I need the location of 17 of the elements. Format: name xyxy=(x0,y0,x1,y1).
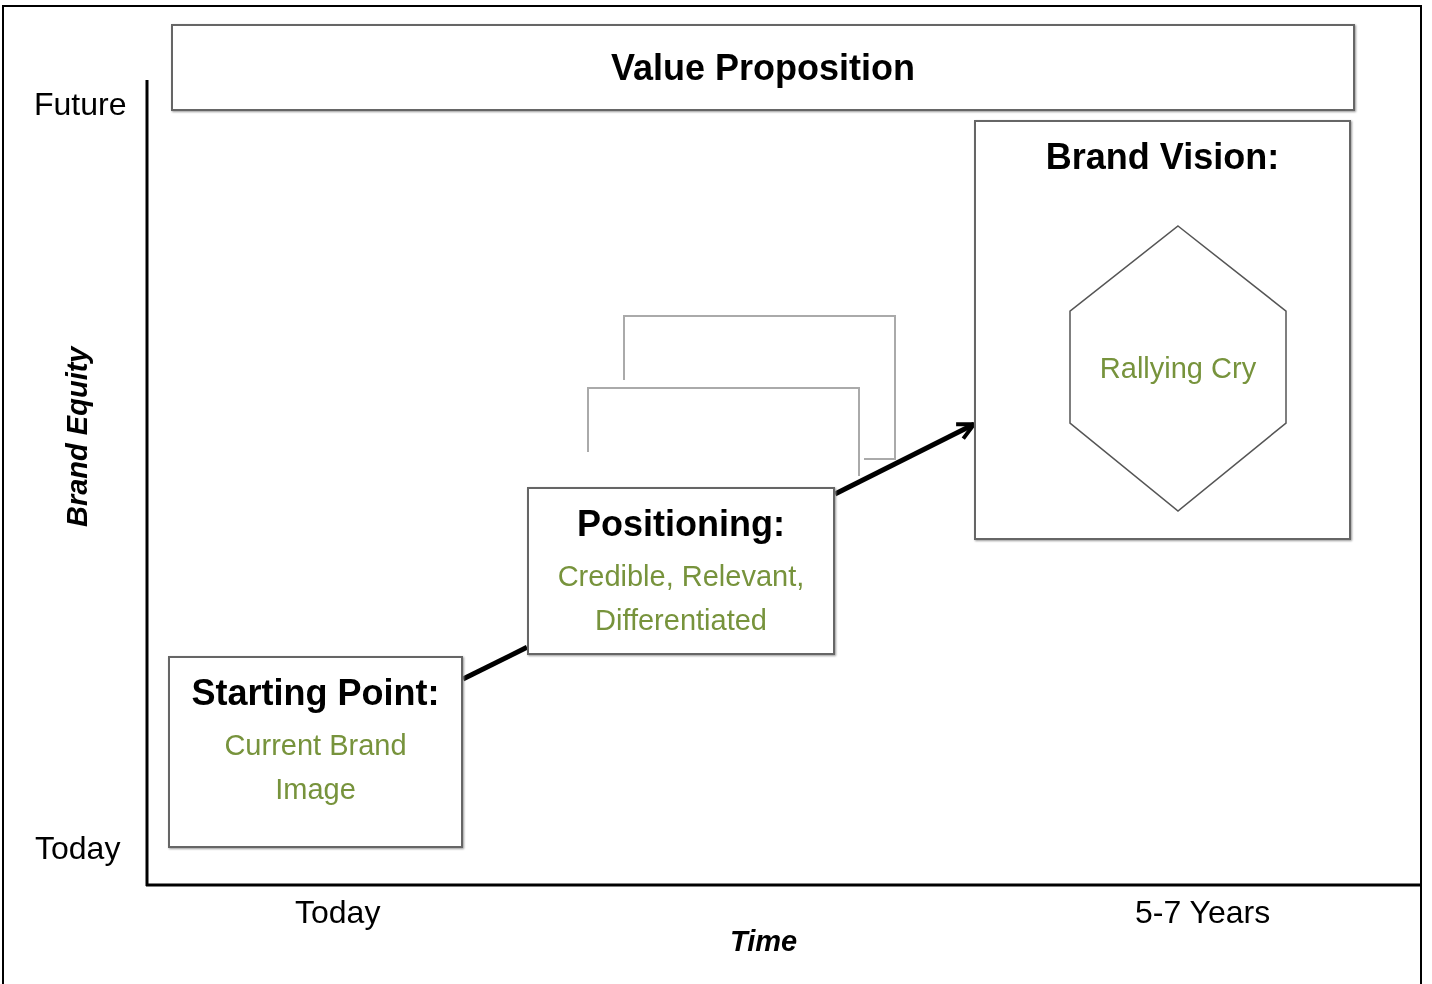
stage-title: Positioning: xyxy=(577,502,785,546)
stage-description: Credible, Relevant, Differentiated xyxy=(556,559,806,638)
axis-label: 5-7 Years xyxy=(1135,893,1271,932)
axis-label: Time xyxy=(730,924,798,959)
stage-description: Current Brand Image xyxy=(223,728,408,807)
stage-box xyxy=(974,120,1351,540)
banner-box xyxy=(171,24,1355,111)
axis-title: Brand Equity xyxy=(60,344,95,529)
axis-label: Future xyxy=(34,85,127,124)
hexagon-text: Rallying Cry xyxy=(1099,350,1257,386)
stage-title: Value Proposition xyxy=(610,46,916,90)
axis-label: Today xyxy=(35,829,121,868)
stage-title: Starting Point: xyxy=(191,671,440,715)
stage-title: Brand Vision: xyxy=(1045,135,1280,179)
axis-label: Today xyxy=(295,893,381,932)
stage-box xyxy=(168,656,463,848)
stage-box xyxy=(527,487,835,655)
